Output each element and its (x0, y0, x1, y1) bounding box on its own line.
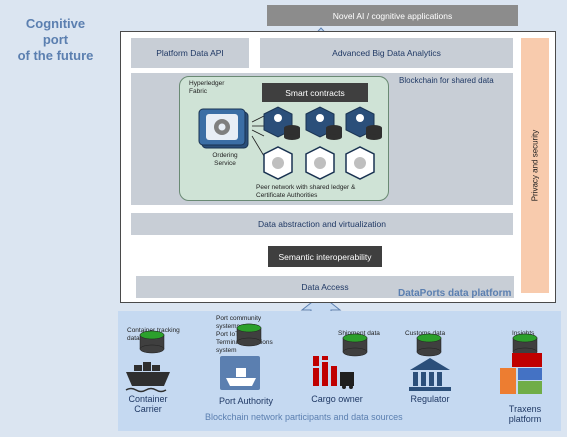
carrier-line-1: Container (128, 394, 168, 404)
peer-node-3 (345, 106, 382, 140)
analytics-label: Advanced Big Data Analytics (332, 48, 441, 58)
database-icon (416, 333, 442, 357)
containers-icon (500, 353, 542, 394)
database-icon (236, 323, 262, 347)
title-line-1: Cognitive (25, 16, 86, 31)
insights-source-label: Insights (512, 330, 535, 337)
title-line-2: port (42, 32, 69, 47)
container-source-line-2: data (127, 335, 140, 342)
carrier-label: Container Carrier (124, 394, 172, 414)
participants-label: Blockchain network participants and data… (205, 412, 403, 422)
hyperledger-line-1: Hyperledger (189, 80, 225, 87)
port-source-line-2: systems (216, 323, 240, 330)
peer-node-2 (305, 106, 342, 140)
lock-icon (316, 114, 324, 122)
certificate-node-1 (263, 146, 293, 180)
participants-area (118, 311, 561, 431)
port-source-line-5: system (216, 347, 237, 354)
port-ship-icon (220, 356, 260, 390)
novel-ai-label: Novel AI / cognitive applications (332, 10, 453, 21)
title-line-3: of the future (17, 48, 94, 63)
abstraction-box: Data abstraction and virtualization (131, 213, 513, 235)
certificate-icon (314, 157, 326, 169)
platform-label: DataPorts data platform (398, 288, 512, 299)
traxens-line-2: platform (508, 414, 542, 424)
peer-network-line-1: Peer network with shared ledger & (256, 184, 356, 191)
diagram-title: Cognitive port of the future (8, 16, 103, 64)
regulator-label: Regulator (410, 394, 450, 404)
peer-network-line-2: Certificate Authorities (256, 192, 318, 199)
ordering-label: Ordering Service (200, 152, 250, 168)
authority-label: Port Authority (218, 396, 274, 406)
factory-icon (313, 356, 354, 389)
data-access-label: Data Access (301, 282, 349, 292)
port-source-line-3: Port IoT data (216, 331, 254, 338)
data-access-box: Data Access (136, 276, 514, 298)
abstraction-label: Data abstraction and virtualization (257, 219, 387, 229)
certificate-node-3 (345, 146, 375, 180)
novel-ai-box: Novel AI / cognitive applications (267, 5, 518, 26)
lock-icon (274, 114, 282, 122)
certificate-icon (272, 157, 284, 169)
shipment-source-label: Shipment data (338, 330, 380, 337)
database-icon (512, 333, 538, 357)
ship-icon (125, 362, 170, 393)
customs-source-label: Customs data (405, 330, 446, 337)
lock-icon (356, 114, 364, 122)
bank-icon (409, 358, 451, 391)
smart-contracts-label: Smart contracts (285, 87, 345, 98)
container-source-label: Container tracking data (127, 327, 180, 343)
semantic-box: Semantic interoperability (268, 246, 382, 267)
hyperledger-label: Hyperledger Fabric (189, 80, 224, 96)
traxens-label: Traxens platform (500, 404, 550, 424)
peer-node-1 (263, 106, 300, 140)
ordering-line-2: Service (214, 160, 236, 167)
ordering-line-1: Ordering (212, 152, 238, 159)
privacy-bar: Privacy and security (521, 38, 549, 293)
platform-api-box: Platform Data API (131, 38, 249, 68)
database-icon (139, 330, 165, 354)
traxens-line-1: Traxens (508, 404, 542, 414)
platform-api-label: Platform Data API (156, 48, 224, 58)
semantic-label: Semantic interoperability (278, 251, 372, 262)
blockchain-label: Blockchain for shared data (399, 76, 494, 85)
port-source-line-1: Port community (216, 315, 262, 322)
ordering-service-icon (198, 108, 249, 149)
cargo-label: Cargo owner (311, 394, 363, 404)
smart-contracts-box: Smart contracts (262, 83, 368, 102)
carrier-line-2: Carrier (134, 404, 162, 414)
certificate-icon (354, 157, 366, 169)
hyperledger-line-2: Fabric (189, 88, 208, 95)
database-icon (342, 333, 368, 357)
certificate-node-2 (305, 146, 335, 180)
analytics-box: Advanced Big Data Analytics (260, 38, 513, 68)
peer-network-label: Peer network with shared ledger & Certif… (256, 184, 386, 200)
peer-nodes (263, 106, 382, 180)
container-source-line-1: Container tracking (127, 327, 180, 334)
